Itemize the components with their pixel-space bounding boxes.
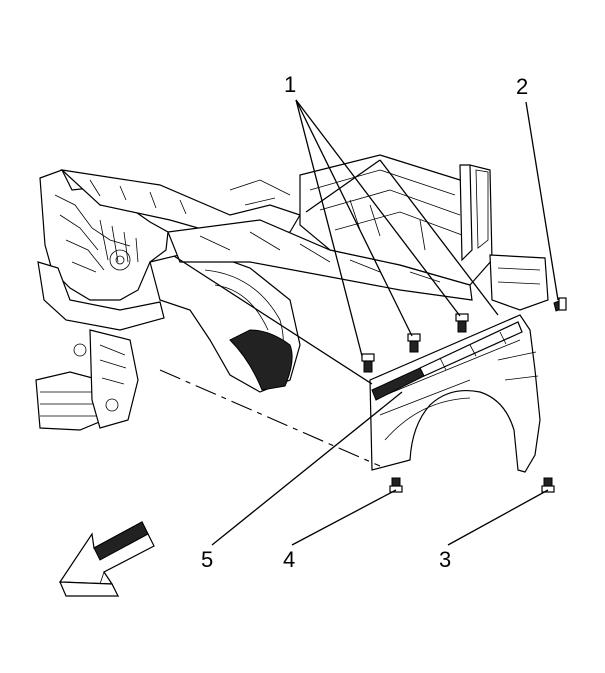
vehicle-body-structure	[35, 154, 549, 431]
leader-lines	[173, 99, 559, 546]
callout-3: 3	[439, 547, 452, 572]
callout-1: 1	[284, 72, 297, 97]
bolt-icon	[361, 297, 567, 493]
fender-panel	[369, 314, 541, 473]
front-direction-arrow-icon	[58, 521, 155, 598]
callout-2: 2	[516, 74, 529, 99]
centerline	[159, 369, 381, 467]
callout-5: 5	[201, 547, 214, 572]
callout-4: 4	[283, 547, 296, 572]
